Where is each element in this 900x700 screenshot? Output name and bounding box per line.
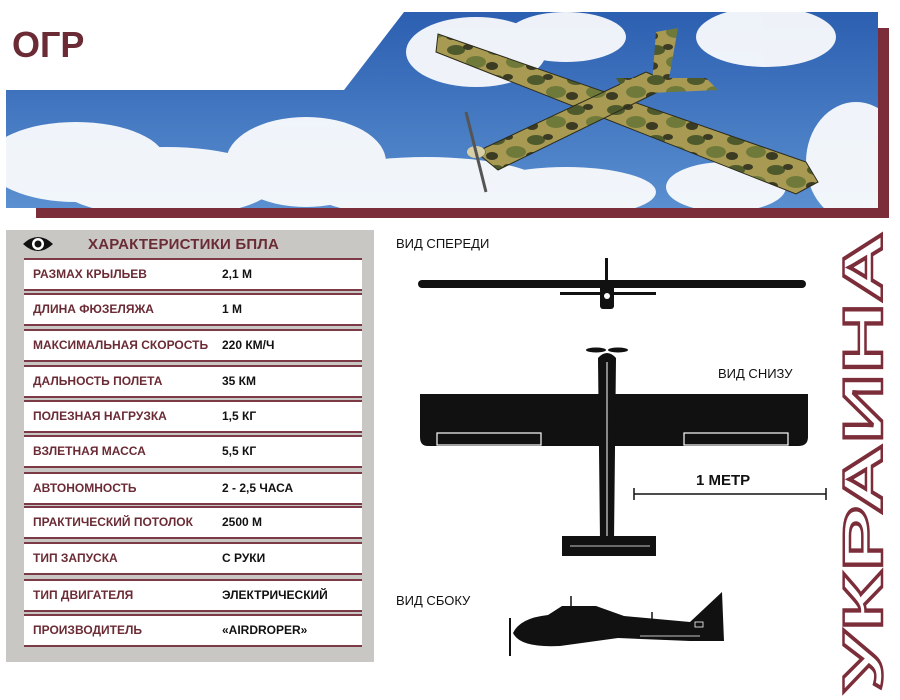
specs-header: ХАРАКТЕРИСТИКИ БПЛА [6, 230, 374, 258]
spec-value: ЭЛЕКТРИЧЕСКИЙ [222, 588, 328, 602]
front-view-label: ВИД СПЕРЕДИ [396, 236, 490, 251]
spec-row-manufacturer: ПРОИЗВОДИТЕЛЬ «AIRDROPER» [24, 614, 362, 647]
spec-row-range: ДАЛЬНОСТЬ ПОЛЕТА 35 КМ [24, 365, 362, 398]
spec-name: ПОЛЕЗНАЯ НАГРУЗКА [33, 409, 167, 423]
spec-name: МАКСИМАЛЬНАЯ СКОРОСТЬ [33, 338, 209, 352]
spec-name: ПРОИЗВОДИТЕЛЬ [33, 623, 143, 637]
side-view-label: ВИД СБОКУ [396, 593, 471, 608]
spec-row-wingspan: РАЗМАХ КРЫЛЬЕВ 2,1 М [24, 258, 362, 291]
uav-silhouettes [418, 258, 827, 656]
banner-image [6, 12, 878, 208]
spec-value: «AIRDROPER» [222, 623, 308, 637]
spec-value: 5,5 КГ [222, 444, 257, 458]
front-view-silhouette [418, 258, 806, 309]
spec-row-engine-type: ТИП ДВИГАТЕЛЯ ЭЛЕКТРИЧЕСКИЙ [24, 579, 362, 612]
spec-row-max-speed: МАКСИМАЛЬНАЯ СКОРОСТЬ 220 КМ/Ч [24, 329, 362, 362]
spec-name: ДЛИНА ФЮЗЕЛЯЖА [33, 302, 154, 316]
bottom-view-label: ВИД СНИЗУ [718, 366, 793, 381]
spec-row-takeoff-mass: ВЗЛЕТНАЯ МАССА 5,5 КГ [24, 435, 362, 468]
side-word-decoration: УКРАИНА [836, 231, 892, 694]
uav-photo [6, 12, 878, 208]
spec-value: 2500 М [222, 515, 263, 529]
spec-row-payload: ПОЛЕЗНАЯ НАГРУЗКА 1,5 КГ [24, 400, 362, 433]
spec-name: ТИП ДВИГАТЕЛЯ [33, 588, 134, 602]
spec-value: 2,1 М [222, 267, 253, 281]
spec-row-ceiling: ПРАКТИЧЕСКИЙ ПОТОЛОК 2500 М [24, 506, 362, 539]
spec-row-launch-type: ТИП ЗАПУСКА С РУКИ [24, 542, 362, 575]
specs-title: ХАРАКТЕРИСТИКИ БПЛА [88, 236, 280, 253]
bottom-view-silhouette [420, 347, 808, 556]
spec-name: ВЗЛЕТНАЯ МАССА [33, 444, 146, 458]
spec-name: ТИП ЗАПУСКА [33, 551, 118, 565]
spec-value: 35 КМ [222, 374, 257, 388]
spec-row-fuselage-length: ДЛИНА ФЮЗЕЛЯЖА 1 М [24, 293, 362, 326]
spec-name: АВТОНОМНОСТЬ [33, 481, 137, 495]
spec-value: 1,5 КГ [222, 409, 257, 423]
eye-icon [23, 237, 53, 251]
side-word-text: УКРАИНА [836, 232, 892, 692]
spec-name: ДАЛЬНОСТЬ ПОЛЕТА [33, 374, 163, 388]
spec-name: ПРАКТИЧЕСКИЙ ПОТОЛОК [33, 515, 193, 529]
spec-value: 1 М [222, 302, 243, 316]
spec-name: РАЗМАХ КРЫЛЬЕВ [33, 267, 147, 281]
specs-panel: ХАРАКТЕРИСТИКИ БПЛА РАЗМАХ КРЫЛЬЕВ 2,1 М… [6, 230, 374, 662]
page-title: ОГР [12, 24, 85, 65]
side-view-silhouette [509, 592, 724, 656]
scale-bar [633, 488, 827, 500]
scale-label: 1 МЕТР [696, 472, 751, 489]
spec-value: С РУКИ [222, 551, 266, 565]
spec-value: 2 - 2,5 ЧАСА [222, 481, 294, 495]
spec-value: 220 КМ/Ч [222, 338, 275, 352]
spec-row-endurance: АВТОНОМНОСТЬ 2 - 2,5 ЧАСА [24, 472, 362, 505]
